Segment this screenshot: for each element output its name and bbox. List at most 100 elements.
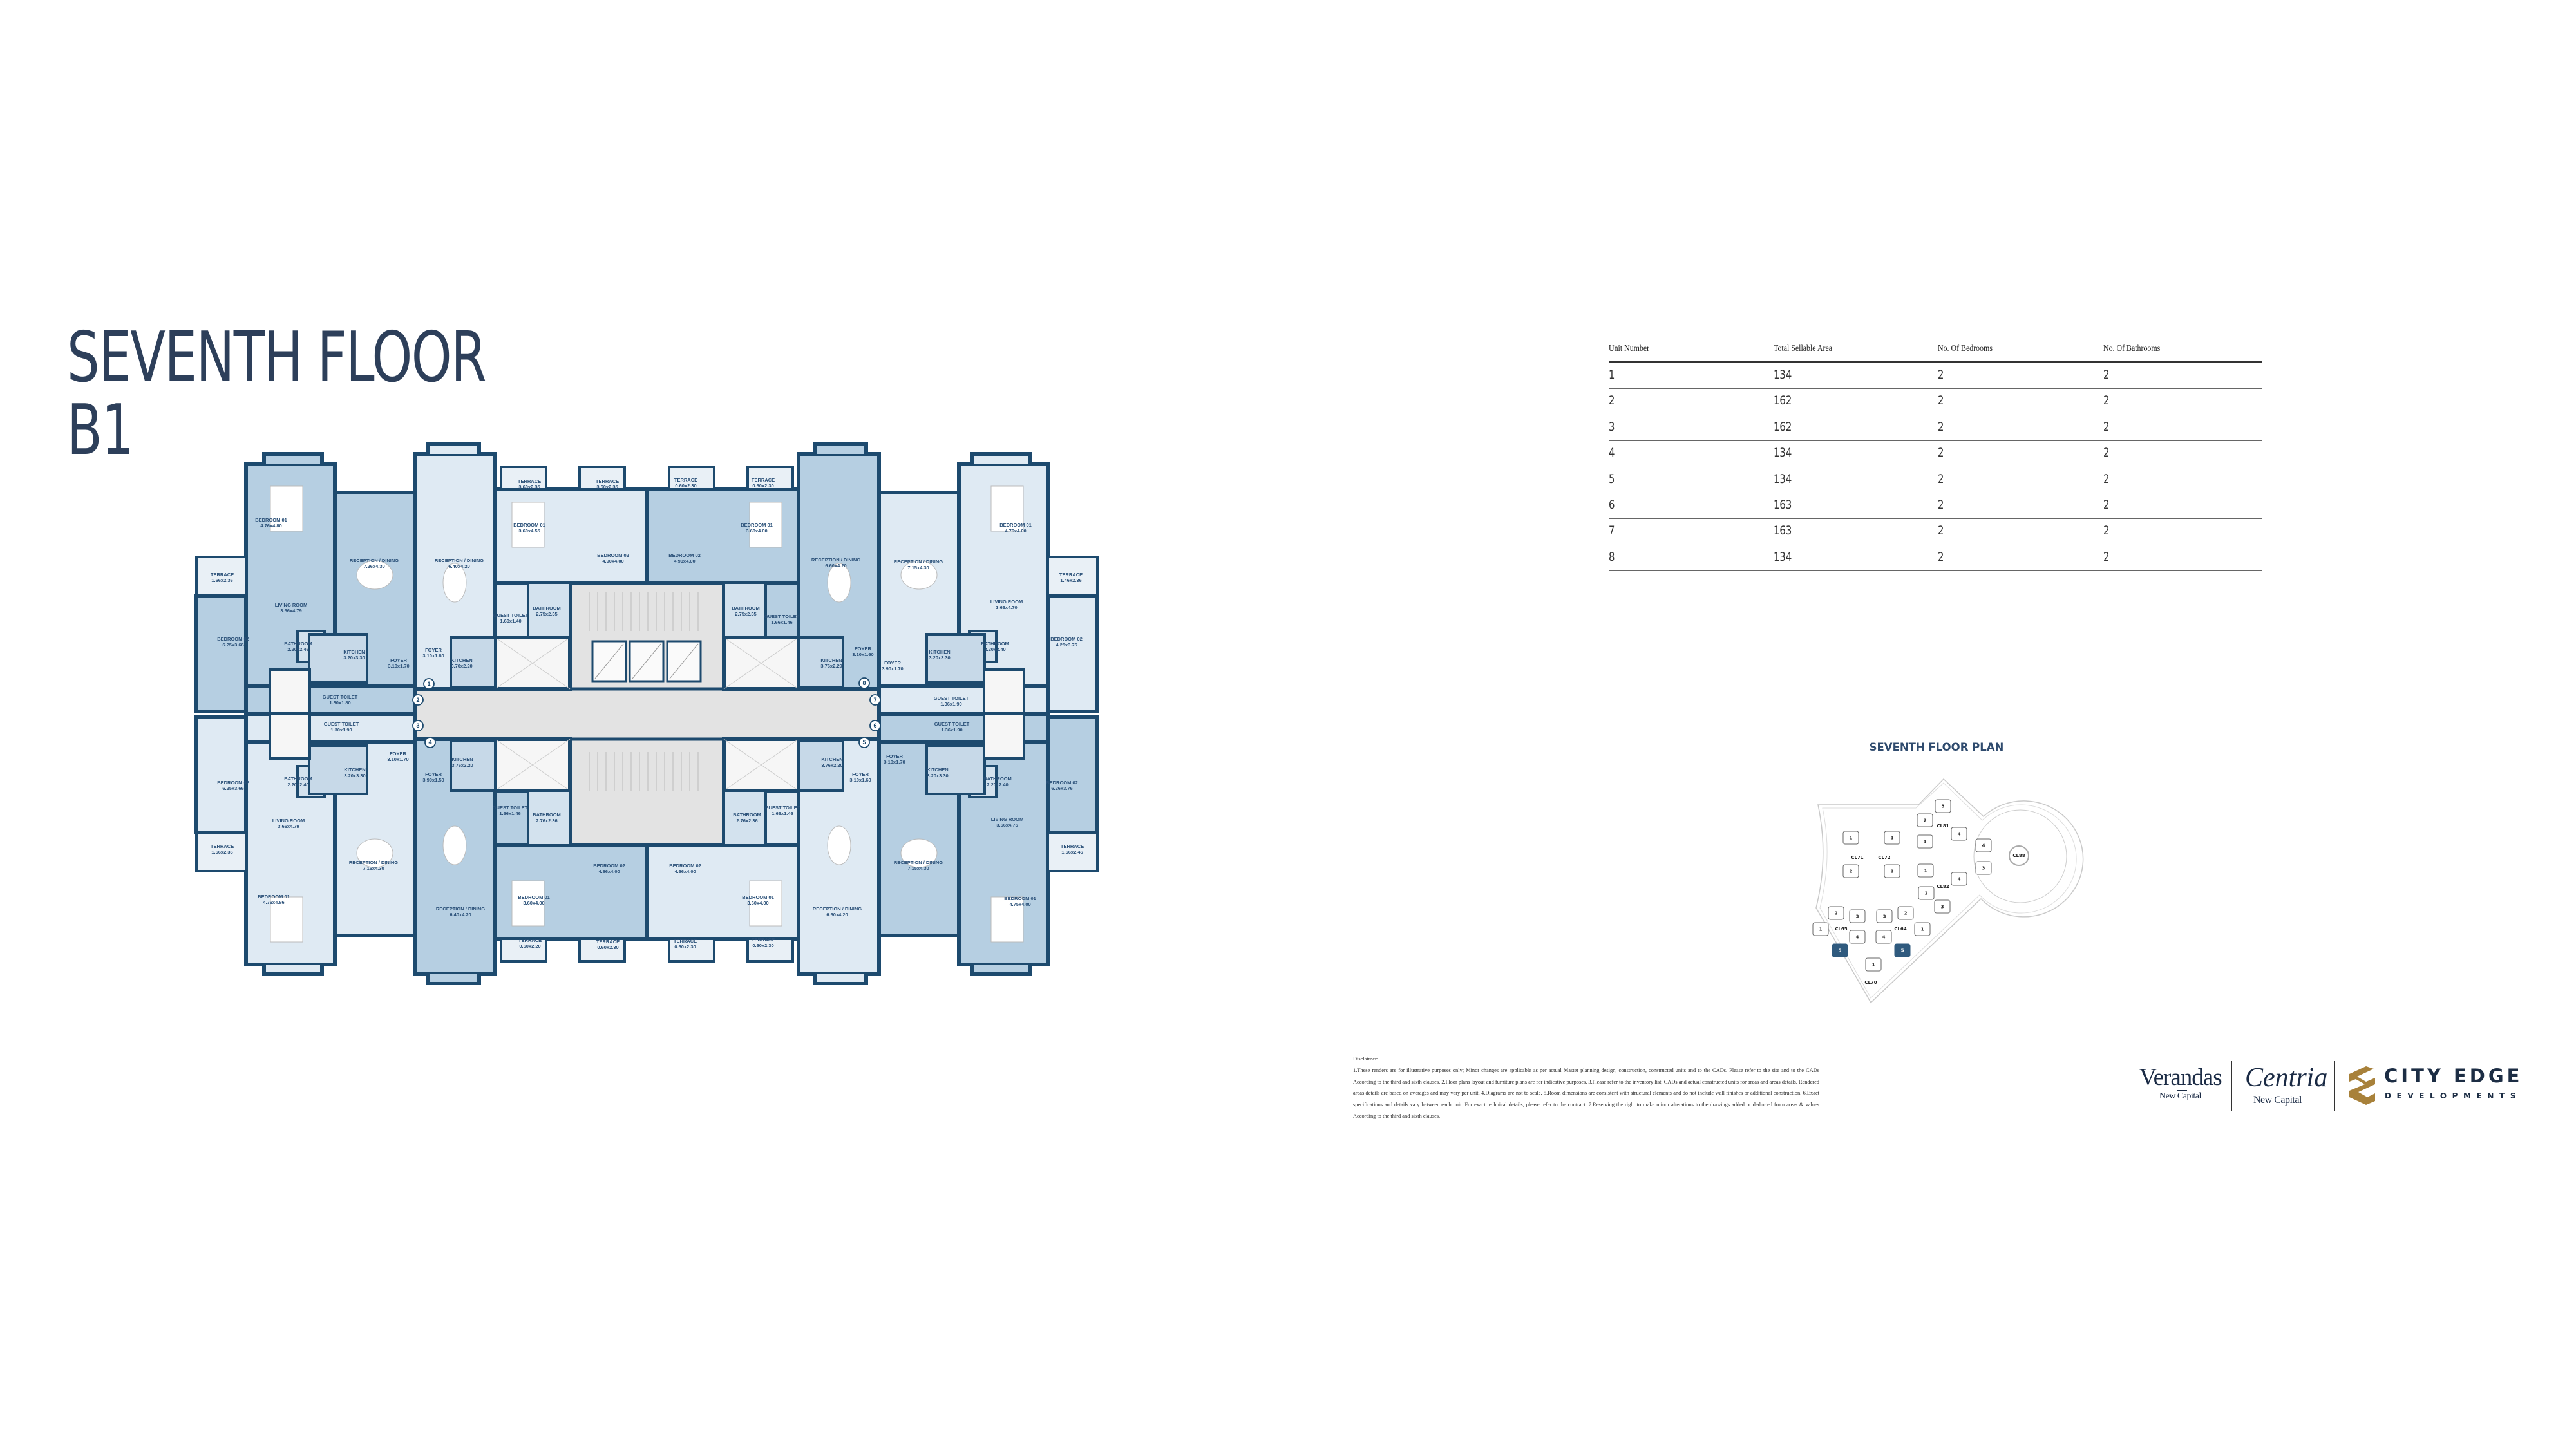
table-cell: 2 — [2103, 471, 2110, 486]
room-dimensions: 3.10x1.70 — [884, 759, 905, 765]
room-name: LIVING ROOM — [272, 818, 305, 824]
site-unit — [1849, 930, 1866, 944]
site-unit — [1875, 930, 1892, 944]
room-name: FOYER — [425, 647, 442, 653]
room-name: FOYER — [884, 660, 901, 666]
room-name: TERRACE — [752, 477, 775, 483]
kitchen — [925, 744, 986, 795]
bed — [511, 880, 545, 927]
dining-table — [900, 838, 938, 868]
cluster-label: CL72 — [1878, 855, 1890, 860]
unit-entrance-number: 6 — [873, 722, 876, 729]
site-unit — [1951, 827, 1967, 841]
site-unit-label: 3 — [1982, 866, 1985, 871]
room-dimensions: 7.15x4.30 — [907, 865, 929, 871]
room-dimensions: 3.10x1.70 — [388, 663, 409, 669]
room-dimensions: 3.20x3.30 — [343, 655, 365, 661]
site-unit — [1849, 909, 1866, 923]
site-unit — [1917, 834, 1933, 849]
room-name: BEDROOM 02 — [597, 552, 629, 558]
bathroom — [527, 789, 571, 847]
room-name: BEDROOM 02 — [217, 636, 249, 642]
room-dimensions: 2.76x2.36 — [736, 818, 757, 824]
site-unit — [1842, 831, 1859, 845]
room-dimensions: 2.76x2.36 — [536, 818, 557, 824]
room-name: BEDROOM 01 — [742, 894, 774, 900]
room-dimensions: 3.76x2.20 — [451, 762, 473, 768]
site-unit-label: 1 — [1850, 836, 1853, 841]
room-dimensions: 3.60x4.00 — [523, 900, 544, 906]
room-name: BATHROOM — [732, 605, 760, 611]
site-unit — [1884, 831, 1900, 845]
apartment-unit — [413, 442, 649, 691]
city-edge-logo: CITY EDGE — [2384, 1065, 2523, 1087]
room-name: FOYER — [390, 751, 406, 757]
table-cell: 8 — [1609, 549, 1615, 564]
corridor — [415, 689, 879, 739]
room-dimensions: 2.20x2.40 — [987, 782, 1008, 787]
room-name: KITCHEN — [344, 767, 365, 773]
room-fill — [266, 965, 320, 972]
unit-entrance-number: 3 — [416, 722, 419, 729]
room-dimensions: 7.26x4.30 — [363, 563, 384, 569]
bed — [990, 485, 1024, 532]
table-cell: 2 — [2103, 446, 2110, 460]
site-unit — [1917, 863, 1934, 878]
site-unit-highlighted — [1894, 943, 1911, 957]
site-unit — [1842, 864, 1859, 878]
room-dimensions: 4.75x4.00 — [1009, 901, 1030, 907]
room-name: BEDROOM 01 — [518, 894, 550, 900]
room-name: GUEST TOILET — [493, 805, 528, 811]
room-name: BEDROOM 01 — [999, 522, 1032, 528]
room-dimensions: 0.60x2.30 — [752, 483, 773, 489]
apartment-unit — [194, 712, 417, 976]
site-unit-label: 2 — [1924, 818, 1927, 824]
room-dimensions: 1.36x1.90 — [941, 727, 962, 733]
page-title: SEVENTH FLOOR — [67, 317, 487, 398]
apartment-unit — [645, 737, 881, 985]
site-unit-label: 2 — [1891, 869, 1894, 874]
elevator-mark — [594, 643, 624, 679]
room-dimensions: 2.20x2.40 — [287, 782, 308, 787]
site-plan-title: SEVENTH FLOOR PLAN — [1869, 741, 2004, 753]
table-cell: 163 — [1774, 523, 1792, 538]
room-name: KITCHEN — [929, 649, 950, 655]
room-name: BEDROOM 02 — [217, 780, 249, 786]
table-cell: 134 — [1774, 446, 1792, 460]
room-name: KITCHEN — [820, 657, 842, 663]
room-dimensions: 1.66x2.36 — [211, 578, 232, 583]
site-unit — [1865, 957, 1882, 972]
terrace — [746, 937, 794, 963]
unit-pair — [645, 442, 1099, 716]
room-name: TERRACE — [596, 478, 619, 484]
verandas-logo: Verandas — [2139, 1064, 2222, 1091]
elevator-mark — [632, 643, 661, 679]
room-name: BEDROOM 02 — [669, 863, 701, 869]
terrace — [668, 466, 715, 491]
site-unit-label: 3 — [1942, 804, 1945, 809]
terrace — [500, 937, 547, 963]
bed — [749, 880, 782, 927]
site-unit-label: 4 — [1958, 832, 1961, 837]
room-dimensions: 0.60x2.20 — [519, 943, 540, 949]
room-name: TERRACE — [211, 843, 234, 849]
kitchen — [308, 633, 368, 684]
room-name: TERRACE — [596, 939, 620, 945]
site-unit-label: 1 — [1872, 963, 1875, 968]
room-name: BATHROOM — [981, 641, 1009, 646]
room-dimensions: 1.30x1.90 — [330, 727, 352, 733]
unit-entrance-marker — [424, 737, 436, 748]
room-dimensions: 1.36x1.90 — [940, 701, 961, 707]
table-cell: 2 — [1938, 498, 1944, 512]
unit-entrance-number: 4 — [428, 739, 431, 746]
disclaimer-heading: Disclaimer: — [1353, 1056, 1379, 1062]
room-name: BATHROOM — [284, 641, 312, 646]
room-dimensions: 4.86x4.00 — [598, 869, 620, 874]
room-dimensions: 3.66x4.70 — [996, 605, 1017, 610]
site-unit — [1975, 861, 1992, 875]
table-cell: 7 — [1609, 523, 1615, 538]
room-dimensions: 2.75x2.35 — [735, 611, 756, 617]
elevator-mark — [669, 643, 699, 679]
